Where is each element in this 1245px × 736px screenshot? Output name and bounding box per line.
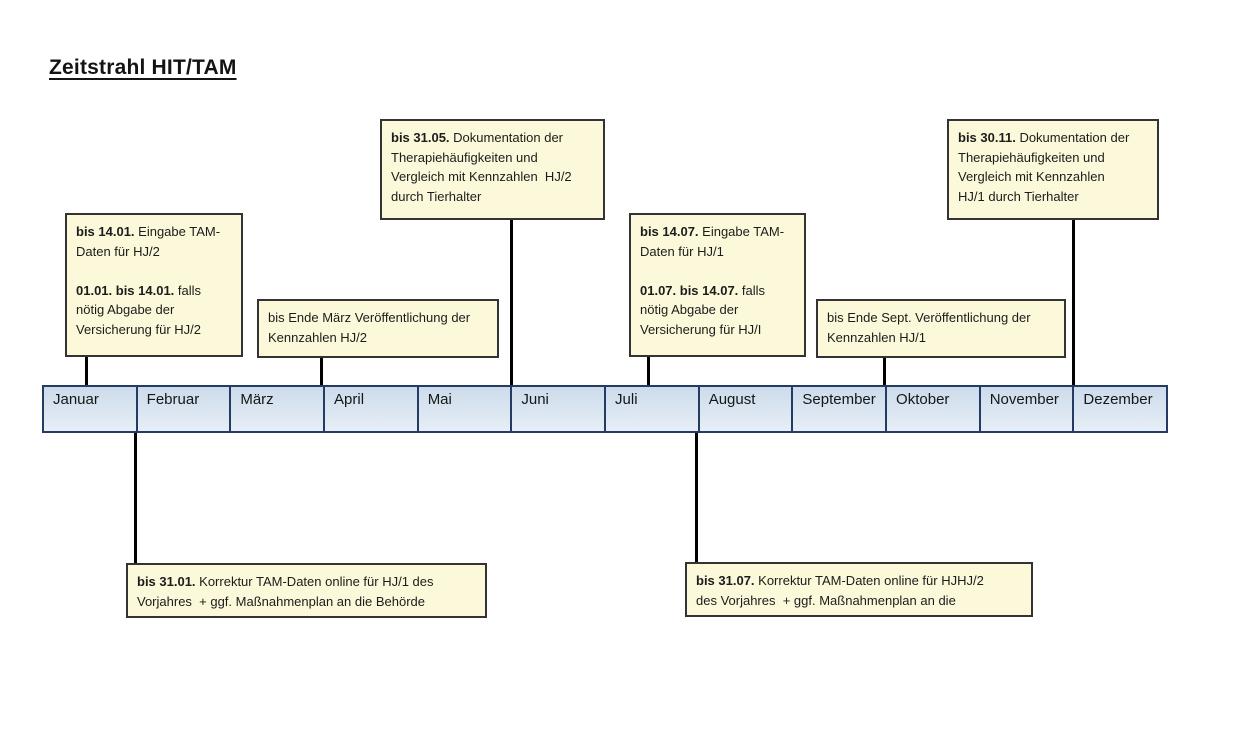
connector-bis-31-05 (510, 210, 513, 388)
page-title: Zeitstrahl HIT/TAM (49, 56, 237, 79)
annotation-bis-31-07: bis 31.07. Korrektur TAM-Daten online fü… (685, 562, 1033, 617)
connector-bis-ende-sept (883, 345, 886, 388)
annotation-bis-31-05: bis 31.05. Dokumentation der Therapiehäu… (380, 119, 605, 220)
annotation-bis-31-01: bis 31.01. Korrektur TAM-Daten online fü… (126, 563, 487, 618)
annotation-bis-30-11: bis 30.11. Dokumentation der Therapiehäu… (947, 119, 1159, 220)
month-cell-juli: Juli (604, 385, 700, 433)
connector-bis-14-07 (647, 345, 650, 388)
connector-bis-31-07 (695, 431, 698, 566)
connector-bis-31-01 (134, 431, 137, 567)
month-cell-februar: Februar (135, 385, 232, 433)
timeline-bar: Januar Februar März April Mai Juni Juli … (42, 385, 1169, 433)
annotation-bis-ende-sept: bis Ende Sept. Veröffentlichung der Kenn… (816, 299, 1066, 358)
month-cell-mai: Mai (416, 385, 513, 433)
connector-bis-14-01 (85, 345, 88, 388)
month-cell-januar: Januar (42, 385, 138, 433)
month-cell-dezember: Dezember (1072, 385, 1169, 433)
month-cell-september: September (791, 385, 888, 433)
annotation-bis-14-01: bis 14.01. Eingabe TAM- Daten für HJ/2 0… (65, 213, 243, 357)
annotation-bis-ende-maerz: bis Ende März Veröffentlichung der Kennz… (257, 299, 499, 358)
month-cell-november: November (978, 385, 1075, 433)
month-cell-april: April (323, 385, 419, 433)
month-cell-oktober: Oktober (885, 385, 981, 433)
connector-bis-ende-maerz (320, 345, 323, 388)
month-cell-juni: Juni (510, 385, 607, 433)
month-cell-august: August (697, 385, 794, 433)
month-cell-maerz: März (229, 385, 326, 433)
connector-bis-30-11 (1072, 210, 1075, 388)
annotation-bis-14-07: bis 14.07. Eingabe TAM- Daten für HJ/1 0… (629, 213, 806, 357)
